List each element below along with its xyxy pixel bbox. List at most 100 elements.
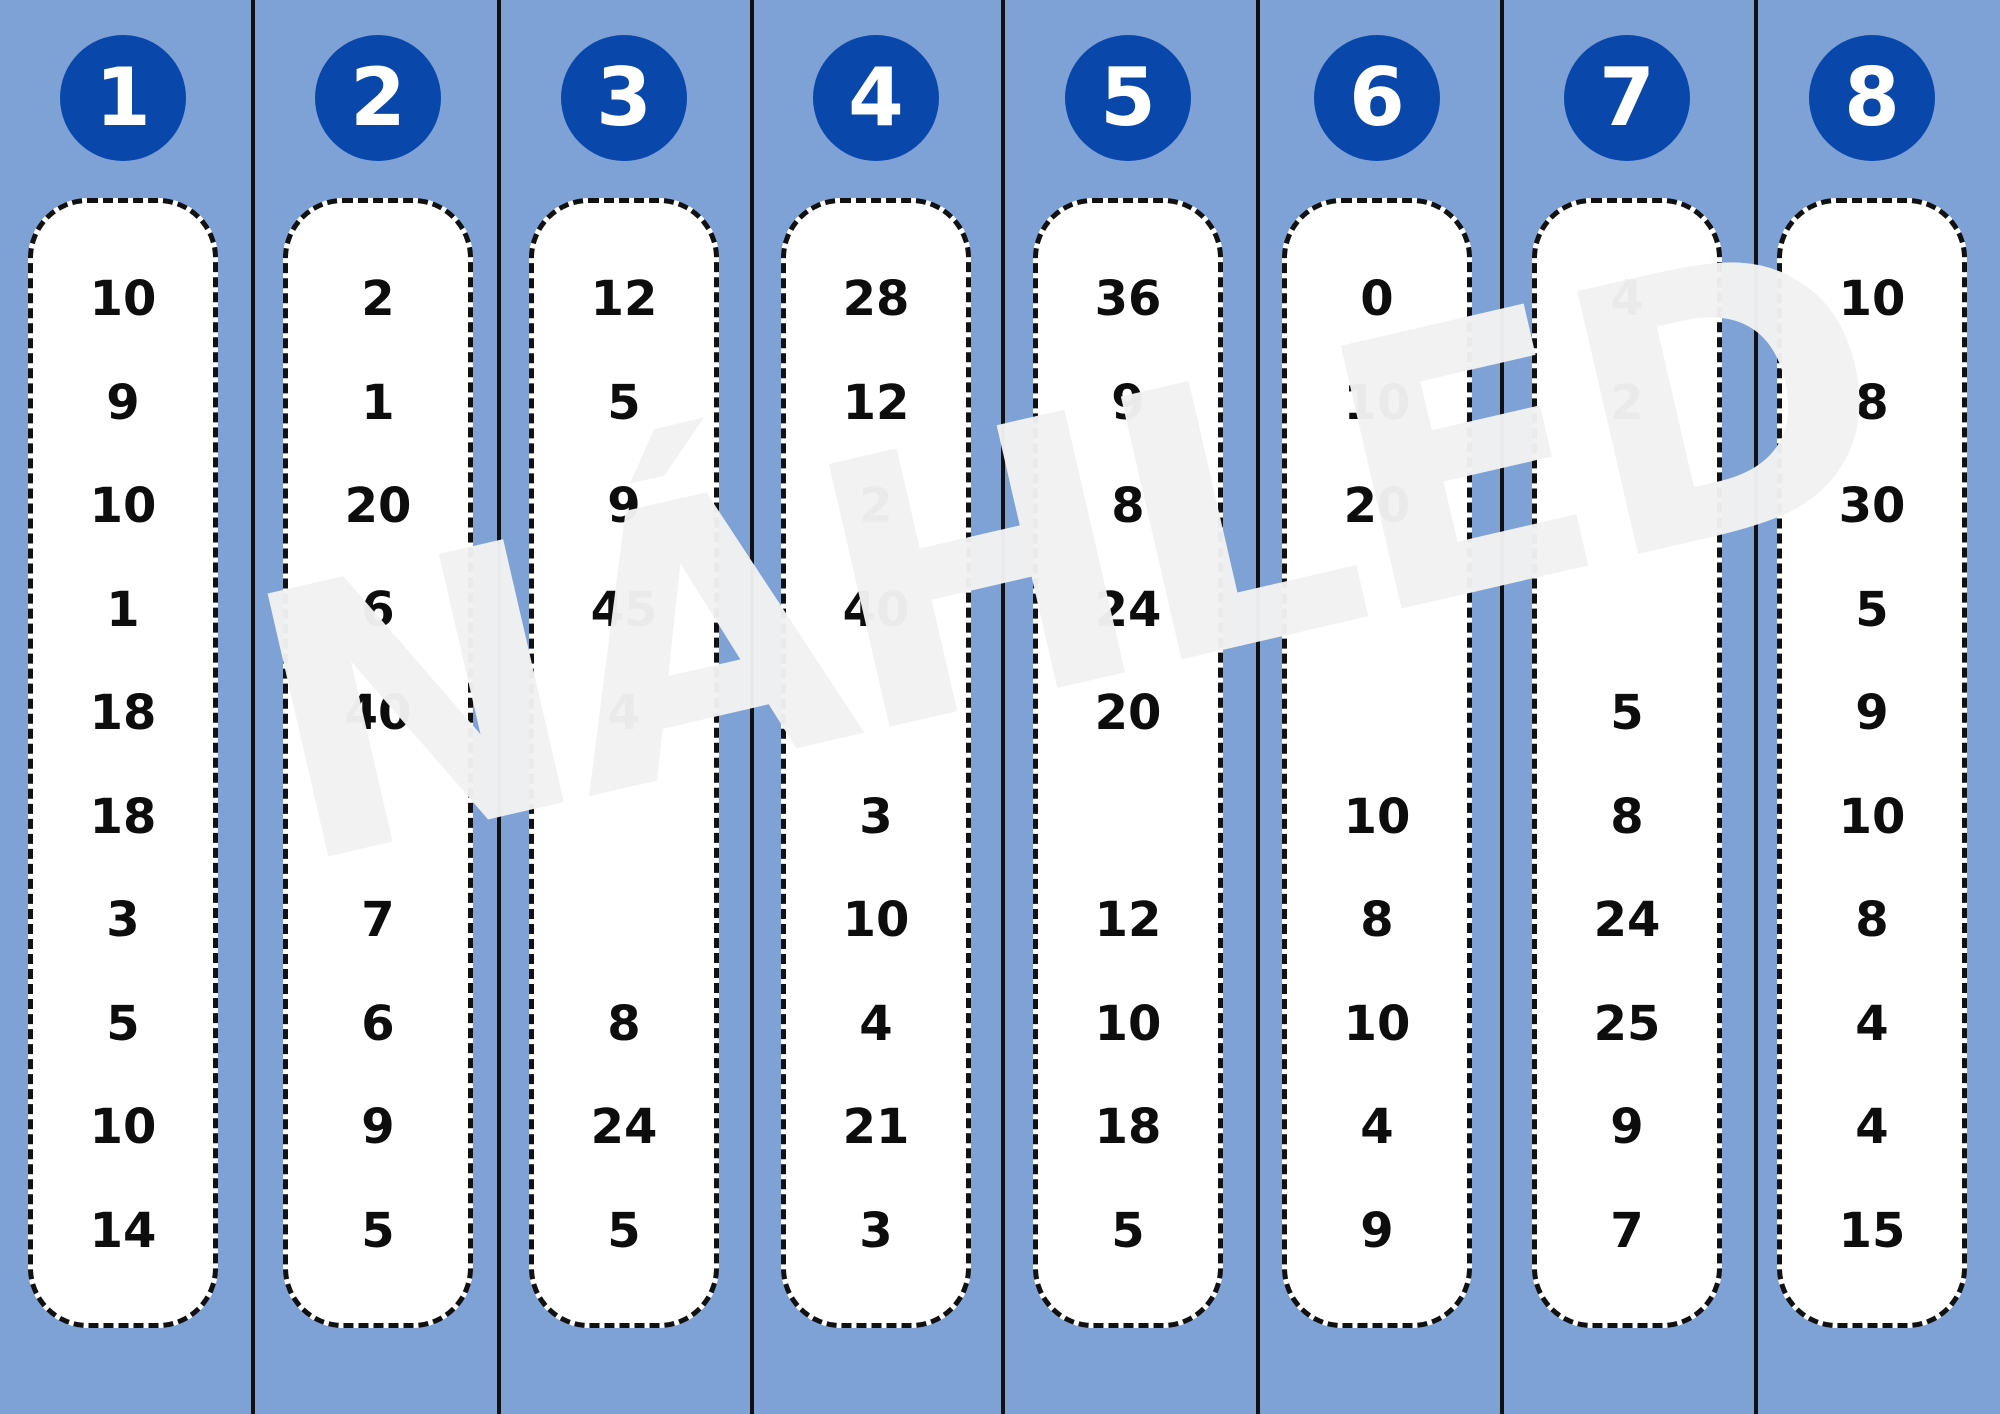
number-item: 7	[361, 892, 395, 948]
number-item: 9	[361, 1099, 395, 1155]
column-number-badge: 7	[1564, 35, 1690, 161]
number-item: 30	[1838, 478, 1906, 534]
number-item	[1287, 580, 1467, 640]
number-item: 9	[1855, 685, 1889, 741]
column-divider	[1001, 0, 1005, 1414]
number-item	[1537, 476, 1717, 536]
number-item: 18	[89, 788, 157, 845]
number-item: 4	[1855, 995, 1889, 1052]
number-item: 45	[590, 581, 658, 638]
number-item	[1287, 683, 1467, 743]
number-item: 40	[344, 685, 412, 741]
number-item: 36	[1094, 271, 1162, 327]
number-item: 9	[1111, 374, 1145, 431]
number-item: 20	[1094, 685, 1162, 741]
number-item: 8	[1111, 478, 1145, 534]
number-item: 12	[842, 374, 910, 431]
number-item: 5	[1855, 581, 1889, 638]
number-item: 2	[859, 478, 893, 534]
number-item: 5	[106, 995, 140, 1052]
column-divider	[1754, 0, 1758, 1414]
number-item: 8	[607, 995, 641, 1052]
number-item: 10	[1094, 995, 1162, 1052]
number-item: 4	[1855, 1099, 1889, 1155]
number-item	[786, 683, 966, 743]
number-item: 10	[1343, 995, 1411, 1052]
number-item: 6	[361, 581, 395, 638]
column-1: 1 10 9 10 1 18 18 3 5 10 14	[3, 0, 243, 1414]
column-divider	[1500, 0, 1504, 1414]
column-divider	[750, 0, 754, 1414]
number-item: 5	[1610, 685, 1644, 741]
number-item: 21	[842, 1099, 910, 1155]
number-item: 8	[1360, 892, 1394, 948]
column-number-badge: 1	[60, 35, 186, 161]
number-item: 10	[89, 1099, 157, 1155]
number-item	[534, 890, 714, 950]
number-item: 0	[1360, 271, 1394, 327]
number-item: 8	[1855, 374, 1889, 431]
column-number-badge: 8	[1809, 35, 1935, 161]
column-divider	[251, 0, 255, 1414]
number-item: 40	[842, 581, 910, 638]
number-item: 12	[590, 271, 658, 327]
number-item: 10	[842, 892, 910, 948]
number-item	[1038, 787, 1218, 847]
number-item: 1	[106, 581, 140, 638]
number-item: 24	[1094, 581, 1162, 638]
number-item: 5	[607, 1202, 641, 1259]
number-item	[534, 787, 714, 847]
number-item: 3	[106, 892, 140, 948]
number-item	[288, 787, 468, 847]
column-divider	[497, 0, 501, 1414]
number-item: 10	[1838, 271, 1906, 327]
number-item: 12	[1094, 892, 1162, 948]
number-item: 8	[1610, 788, 1644, 845]
number-item: 8	[1855, 892, 1889, 948]
column-number-badge: 2	[315, 35, 441, 161]
number-item: 20	[344, 478, 412, 534]
number-item: 20	[1343, 478, 1411, 534]
number-item: 10	[1838, 788, 1906, 845]
column-number-badge: 6	[1314, 35, 1440, 161]
number-item: 3	[859, 1202, 893, 1259]
column-divider	[1256, 0, 1260, 1414]
number-item: 10	[1343, 788, 1411, 845]
number-item: 24	[1593, 892, 1661, 948]
number-item: 4	[1610, 271, 1644, 327]
number-item: 4	[607, 685, 641, 741]
number-item: 10	[89, 478, 157, 534]
number-item: 2	[361, 271, 395, 327]
number-item: 9	[106, 374, 140, 431]
number-item: 24	[590, 1099, 658, 1155]
number-item: 3	[859, 788, 893, 845]
number-item: 9	[1610, 1099, 1644, 1155]
number-item: 5	[607, 374, 641, 431]
number-item	[1537, 580, 1717, 640]
number-item: 25	[1593, 995, 1661, 1052]
number-item: 10	[89, 271, 157, 327]
column-number-badge: 3	[561, 35, 687, 161]
number-item: 10	[1343, 374, 1411, 431]
number-item: 2	[1610, 374, 1644, 431]
number-item: 5	[361, 1202, 395, 1259]
number-item: 6	[361, 995, 395, 1052]
number-item: 5	[1111, 1202, 1145, 1259]
number-card: 10 9 10 1 18 18 3 5 10 14	[28, 198, 218, 1328]
number-item: 18	[89, 685, 157, 741]
number-item: 14	[89, 1202, 157, 1259]
number-item: 4	[859, 995, 893, 1052]
